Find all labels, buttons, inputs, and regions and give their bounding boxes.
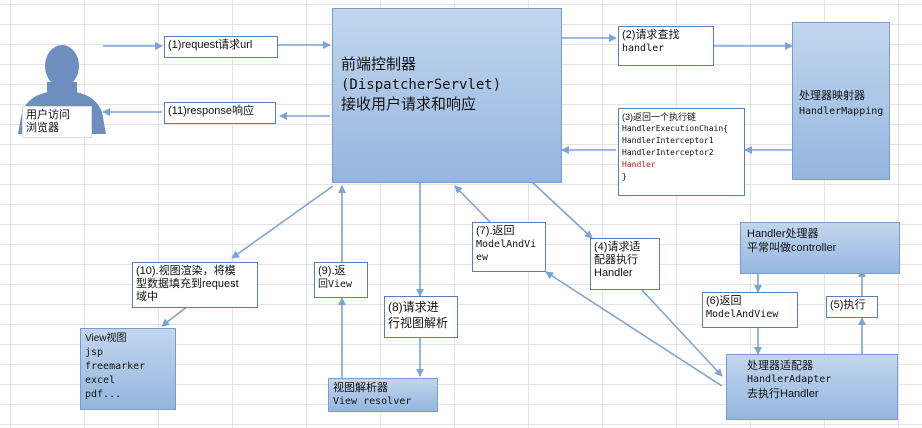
handler-adapter-line-1: 处理器适配器 [747,360,813,372]
handler-adapter-line-2: HandlerAdapter [747,374,832,385]
step-6-line-1: (6)返回 [706,295,742,307]
step-1-label: (1)request请求url [164,36,278,58]
dispatcher-servlet-box: 前端控制器 (DispatcherServlet) 接收用户请求和响应 [332,8,562,183]
step-10-line-2: 型数据填充到request [136,278,239,290]
user-line-2: 浏览器 [26,122,59,134]
step-7-line-3: ew [476,252,489,263]
step-7-line-2: ModelAndVi [476,239,537,250]
step-11-label: (11)response响应 [164,102,276,124]
dispatcher-line-2: (DispatcherServlet) [341,77,502,93]
step-4-line-1: (4)请求适 [594,241,641,253]
view-line-4: excel [85,375,116,386]
user-browser: 用户访问 浏览器 [14,26,106,138]
view-line-2: jsp [85,347,104,358]
step-3-line-2: HandlerExecutionChain{ [622,124,728,133]
step-7-label: (7).返回 ModelAndVi ew [472,222,546,272]
handler-line-2: 平常叫做controller [747,242,837,254]
arrow-s7-to-dispatcher [454,185,491,223]
step-1-line-1: (1)request请求url [168,39,253,51]
view-line-3: freemarker [85,361,146,372]
view-box: View视图 jsp freemarker excel pdf... [80,328,176,410]
step-10-line-1: (10).视图渲染，将模 [136,265,236,277]
step-7-line-1: (7).返回 [476,225,515,237]
handler-adapter-line-3: 去执行Handler [747,388,819,400]
step-5-line-1: (5)执行 [830,299,866,311]
view-line-1: View视图 [85,333,127,344]
step-9-line-1: (9).返 [318,265,346,277]
step-3-label: (3)返回一个执行链 HandlerExecutionChain{ Handle… [618,108,745,196]
step-9-line-2: 回View [318,279,353,290]
user-line-1: 用户访问 [26,109,70,121]
handler-mapping-box: 处理器映射器 HandlerMapping [792,22,890,180]
step-3-line-5: Handler [622,160,656,169]
handler-box: Handler处理器 平常叫做controller [740,222,900,274]
handler-line-1: Handler处理器 [747,228,819,240]
view-resolver-line-2: View resolver [333,396,412,407]
view-resolver-box: 视图解析器 View resolver [328,378,438,412]
step-6-line-2: ModelAndView [706,309,779,320]
user-label: 用户访问 浏览器 [22,106,92,138]
arrow-s10-to-view [161,305,189,327]
step-3-line-6: } [622,172,627,181]
handler-mapping-line-2: HandlerMapping [799,106,884,117]
step-11-line-1: (11)response响应 [168,105,254,117]
step-8-label: (8)请求进 行视图解析 [384,296,458,338]
step-3-line-4: HandlerInterceptor2 [622,148,714,157]
handler-adapter-box: 处理器适配器 HandlerAdapter 去执行Handler [726,354,898,420]
dispatcher-line-3: 接收用户请求和响应 [341,96,477,113]
step-9-label: (9).返 回View [314,262,368,298]
step-4-line-2: 配器执行 [594,254,638,266]
arrow-adapter-to-s7 [545,271,723,387]
step-2-line-2: handler [622,43,665,54]
step-4-line-3: Handler [594,267,633,279]
arrow-s4-to-adapter [639,287,723,377]
step-2-line-1: (2)请求查找 [622,29,680,41]
dispatcher-line-1: 前端控制器 [341,56,417,73]
step-3-line-1: (3)返回一个执行链 [622,112,696,122]
step-2-label: (2)请求查找 handler [618,26,714,66]
view-line-5: pdf... [85,389,122,400]
step-10-line-3: 域中 [136,291,158,303]
step-10-label: (10).视图渲染，将模 型数据填充到request 域中 [132,262,258,308]
arrow-dispatcher-to-s4 [531,181,593,239]
step-8-line-1: (8)请求进 [388,300,439,314]
step-6-label: (6)返回 ModelAndView [702,292,798,328]
step-4-label: (4)请求适 配器执行 Handler [590,238,660,290]
step-5-label: (5)执行 [826,296,878,318]
view-resolver-line-1: 视图解析器 [333,382,388,394]
handler-mapping-line-1: 处理器映射器 [799,90,865,102]
step-8-line-2: 行视图解析 [388,316,449,330]
arrow-dispatcher-to-s10 [231,185,334,259]
step-3-line-3: HandlerInterceptor1 [622,136,714,145]
